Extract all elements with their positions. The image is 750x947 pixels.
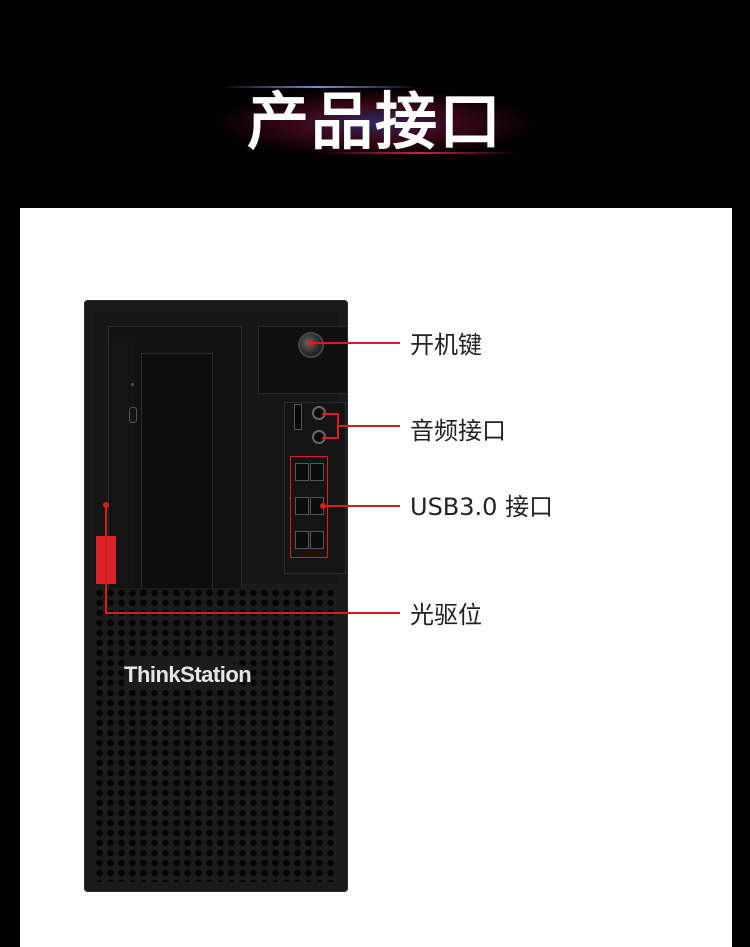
page-title: 产品接口 — [246, 85, 503, 158]
callout-line — [105, 506, 107, 614]
callout-dot — [308, 340, 314, 346]
callout-dot — [320, 503, 326, 509]
product-image — [84, 300, 348, 892]
callout-label-audio: 音频接口 — [410, 417, 506, 445]
usb-port-icon — [310, 531, 324, 549]
callout-line — [322, 413, 338, 415]
usb-port-icon — [310, 463, 324, 481]
title-accent-line — [220, 86, 420, 88]
front-grille — [94, 588, 338, 882]
callout-line — [337, 425, 400, 427]
usb-port-icon — [295, 497, 309, 515]
usb-port-icon — [295, 531, 309, 549]
header-banner: 产品接口 — [0, 0, 750, 208]
usb-port-icon — [295, 463, 309, 481]
callout-label-optical-drive: 光驱位 — [410, 601, 482, 629]
callout-line — [105, 612, 400, 614]
optical-drive-bay — [108, 326, 242, 598]
front-bezel — [94, 312, 348, 598]
card-slot — [294, 404, 302, 430]
callout-dot — [103, 502, 109, 508]
eject-icon — [129, 407, 137, 423]
brand-logo: ThinkStation — [124, 660, 252, 690]
title-glow — [210, 88, 540, 158]
callout-line — [312, 342, 400, 344]
usb-highlight-frame — [290, 456, 328, 558]
title-accent-line — [320, 152, 520, 154]
drive-indicator — [131, 383, 134, 386]
callout-label-power: 开机键 — [410, 331, 482, 359]
callout-line — [322, 437, 338, 439]
callout-label-usb: USB3.0 接口 — [410, 493, 554, 521]
callout-line — [326, 505, 400, 507]
drive-door — [141, 353, 213, 595]
